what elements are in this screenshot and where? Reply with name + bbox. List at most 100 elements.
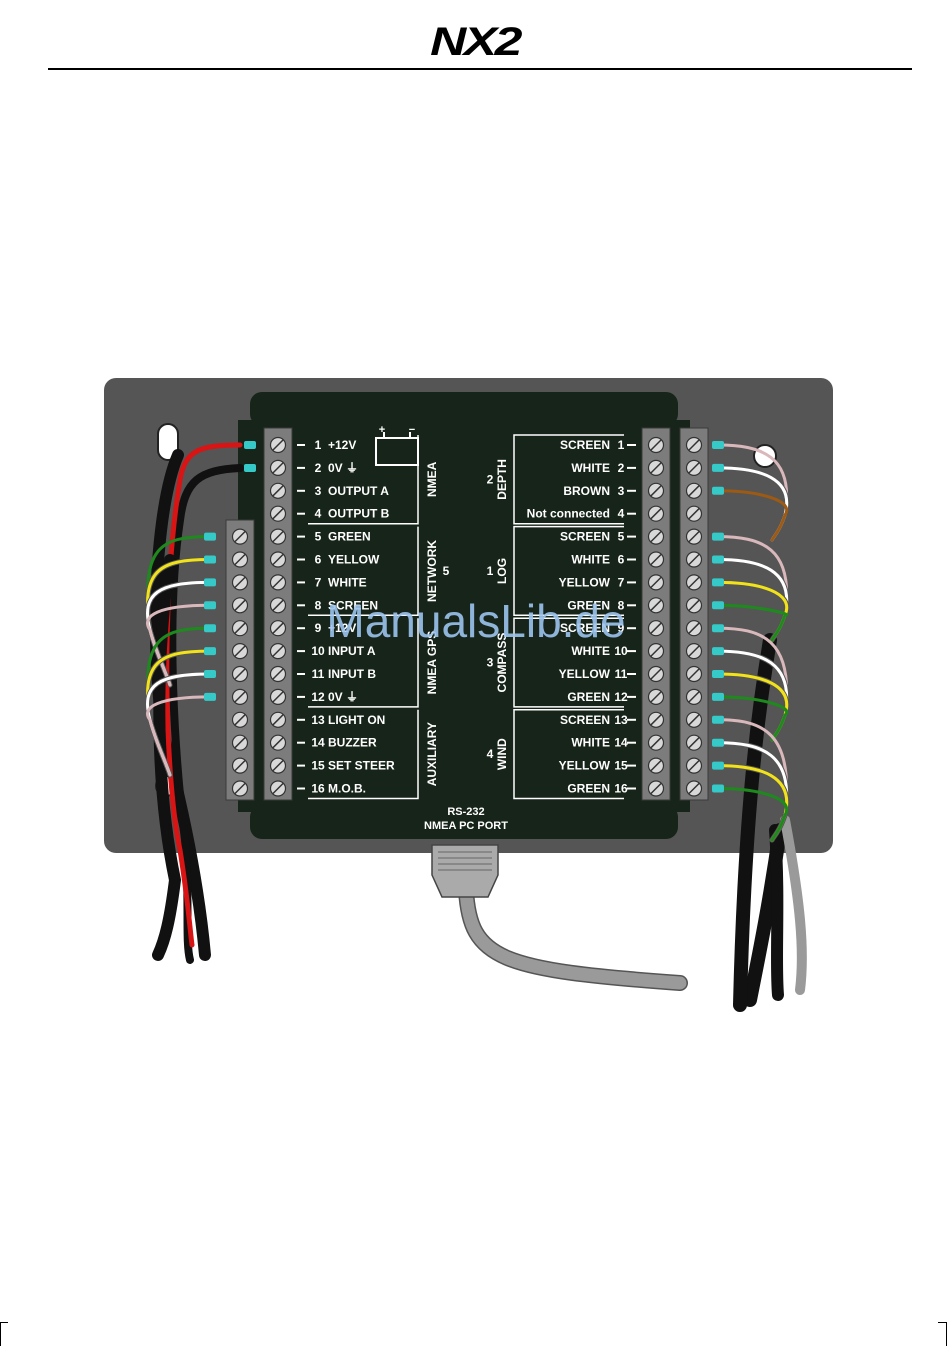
board-bottom-tab [250,805,678,839]
left-terminal-number: 15 [311,759,325,773]
left-screw-inner-slot [272,760,284,772]
right-screw-inner-slot [650,485,662,497]
right-group-label: DEPTH [495,459,509,500]
right-screw-outer-slot [688,668,700,680]
right-terminal-number: 13 [614,713,628,727]
right-screw-outer-slot [688,760,700,772]
right-group-bracket [513,617,624,708]
ferrule-left-core [204,601,216,610]
right-terminal-label: Not connected [527,507,610,521]
left-screw-inner-slot [272,508,284,520]
right-terminal-label: SCREEN [560,530,610,544]
left-screw-inner-slot [272,439,284,451]
right-terminal-number: 7 [618,575,625,589]
left-terminal-label: GREEN [328,530,371,544]
right-group-number: 1 [487,564,494,578]
left-core-wire [146,603,212,687]
crop-mark-left-h [0,1322,8,1323]
right-group-bracket [513,709,624,800]
ferrule-right-core [712,761,724,770]
right-group-bracket [513,525,624,617]
right-screw-inner-slot [650,531,662,543]
header-rule [48,68,912,70]
ferrule-left-core [204,555,216,564]
left-terminal-label: OUTPUT B [328,507,390,521]
left-screw-inner-slot [272,576,284,588]
ferrule-left-core [204,692,216,701]
left-screw-inner-slot [272,599,284,611]
left-group-label: NMEA GPS [425,631,439,695]
left-screw-outer-slot [234,714,246,726]
left-group-bracket [308,526,419,617]
crop-mark-right-h [938,1322,946,1323]
right-screw-inner-slot [650,782,662,795]
left-terminal-label: WHITE [328,575,367,589]
ferrule-power-red [244,441,256,449]
right-core-wire [716,787,789,842]
right-terminal-number: 5 [618,530,625,544]
left-screw-outer-slot [234,576,246,588]
battery-minus-label: − [409,424,415,436]
ferrule-left-core [204,624,216,633]
left-terminal-number: 2 [315,461,322,475]
right-screw-inner-slot [650,462,662,474]
left-terminal-number: 8 [315,598,322,612]
ferrule-left-core [204,670,216,678]
right-terminal-label: WHITE [571,644,610,658]
right-screw-outer-slot [688,782,700,795]
right-terminal-label: BROWN [563,484,610,498]
right-terminal-label: GREEN [567,598,610,612]
left-group-label: NETWORK [425,540,439,602]
left-screw-inner-slot [272,782,284,795]
brand-logo: NX2 [430,20,522,64]
left-screw-inner-slot [272,531,284,543]
battery-plus-label: + [379,424,385,436]
left-terminal-label: LIGHT ON [328,713,385,727]
ferrule-right-core [712,578,724,587]
left-screw-outer-slot [234,622,246,634]
watermark-text: ManualsLib.de [326,595,625,647]
right-terminal-label: YELLOW [559,759,611,773]
right-terminal-number: 10 [614,644,628,658]
right-terminal-label: WHITE [571,461,610,475]
left-screw-outer-slot [234,553,246,566]
left-core-wire [146,695,212,777]
left-group-label: AUXILIARY [425,722,439,786]
right-group-label: COMPASS [495,633,509,693]
right-terminal-label: YELLOW [559,667,611,681]
left-terminal-label: BUZZER [328,736,377,750]
right-screw-outer-slot [688,645,700,657]
right-screw-inner-slot [650,622,662,634]
right-screw-inner-slot [650,553,662,566]
right-screw-outer-slot [688,531,700,543]
right-core-wire [716,695,789,742]
left-terminal-number: 13 [311,713,325,727]
right-group-label: WIND [495,738,509,770]
ferrule-right-core [712,715,724,724]
right-core-wire [716,489,789,542]
left-screw-outer-slot [234,691,246,703]
ferrule-right-core [712,601,724,610]
right-terminal-number: 2 [618,461,625,475]
left-terminal-label: M.O.B. [328,782,366,796]
right-cable-grey [780,815,807,995]
left-terminal-number: 12 [311,690,325,704]
right-terminal-label: WHITE [571,736,610,750]
right-screw-inner-slot [650,668,662,680]
right-cable-black-2 [769,824,784,1001]
right-screw-inner-slot [650,760,662,772]
right-terminal-label: SCREEN [560,713,610,727]
right-screw-outer-slot [688,622,700,634]
left-terminal-label: +12V [328,438,356,452]
left-screw-outer-slot [234,668,246,680]
right-screw-inner-slot [650,576,662,588]
right-screw-inner-slot [650,508,662,520]
left-terminal-number: 16 [311,782,325,796]
ferrule-right-core [712,555,724,564]
rs232-connector [431,844,499,898]
battery-icon [375,437,419,466]
left-terminal-number: 1 [315,438,322,452]
right-screw-outer-slot [688,462,700,474]
right-group-label: LOG [495,558,509,584]
left-terminal-label: INPUT B [328,667,376,681]
